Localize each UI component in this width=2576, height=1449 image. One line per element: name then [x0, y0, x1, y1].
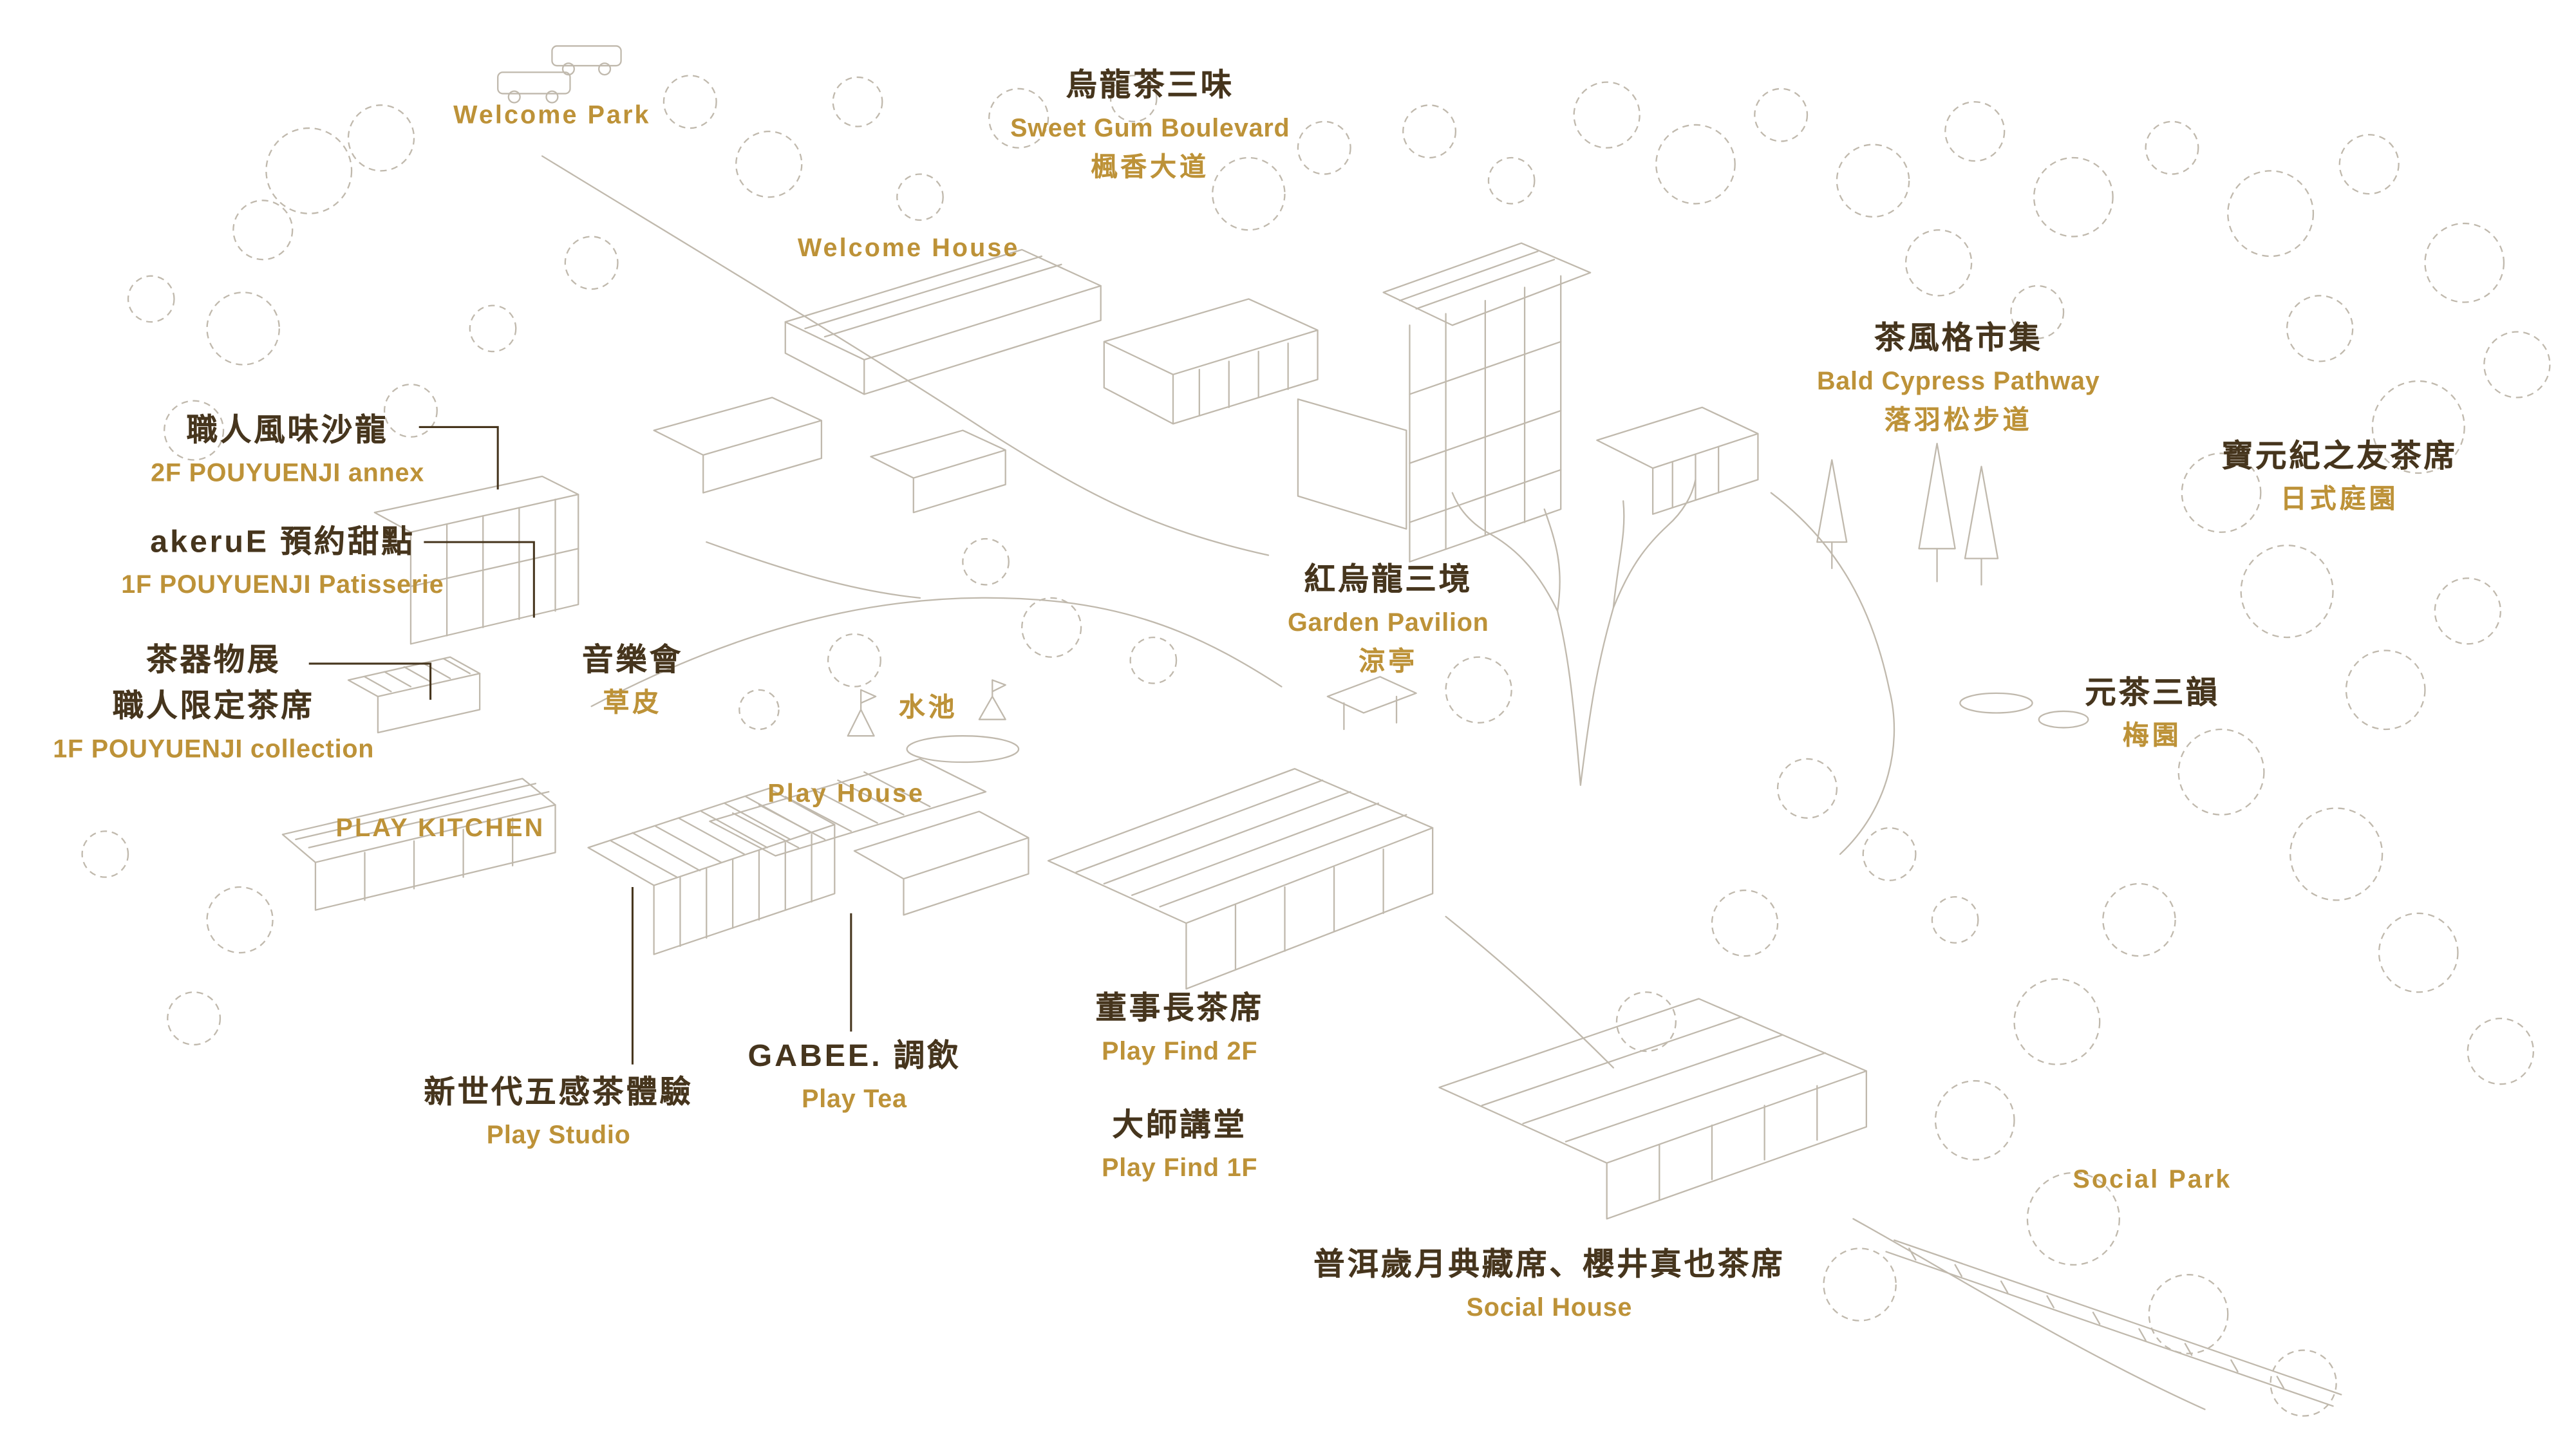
- label-play-studio: 新世代五感茶體驗 Play Studio: [424, 1076, 693, 1161]
- label-line: Play Tea: [802, 1085, 907, 1114]
- label-play-house: Play House: [767, 780, 925, 819]
- label-line: 新世代五感茶體驗: [424, 1076, 693, 1111]
- label-social-park: Social Park: [2073, 1166, 2232, 1206]
- label-welcome-house: Welcome House: [798, 235, 1020, 274]
- leader-collection: [308, 662, 432, 700]
- label-yuan-tea: 元茶三韻 梅園: [2085, 677, 2219, 762]
- label-line: 涼亭: [1359, 648, 1418, 677]
- label-gabee-play-tea: GABEE. 調飲 Play Tea: [748, 1040, 961, 1125]
- label-line: 日式庭園: [2280, 485, 2399, 514]
- label-line: 烏龍茶三味: [1066, 69, 1235, 104]
- label-line: Play Find 2F: [1102, 1038, 1258, 1066]
- label-line: 落羽松步道: [1884, 406, 2033, 435]
- trees-sketch: [81, 75, 2551, 1417]
- label-play-kitchen: PLAY KITCHEN: [336, 815, 545, 854]
- label-line: 職人限定茶席: [112, 689, 315, 724]
- label-line: 董事長茶席: [1095, 992, 1264, 1027]
- label-line: 大師講堂: [1112, 1108, 1247, 1144]
- leader-lines: [308, 425, 852, 1065]
- label-collection: 茶器物展 職人限定茶席 1F POUYUENJI collection: [53, 644, 374, 774]
- label-line: Play Find 1F: [1102, 1154, 1258, 1183]
- label-oolong-trio: 烏龍茶三味 Sweet Gum Boulevard 楓香大道: [1010, 69, 1290, 194]
- label-line: GABEE. 調飲: [747, 1040, 961, 1074]
- label-line: 寶元紀之友茶席: [2221, 440, 2458, 475]
- label-line: 梅園: [2122, 722, 2182, 751]
- label-play-find-1f: 大師講堂 Play Find 1F: [1102, 1108, 1257, 1193]
- label-line: Welcome Park: [453, 102, 651, 130]
- label-line: 草皮: [603, 689, 663, 718]
- label-line: 職人風味沙龍: [186, 414, 389, 449]
- label-akerue-patisserie: akeruE 預約甜點 1F POUYUENJI Patisserie: [121, 526, 444, 611]
- label-play-find-2f: 董事長茶席 Play Find 2F: [1095, 992, 1264, 1077]
- label-line: 紅烏龍三境: [1304, 563, 1473, 598]
- label-line: 普洱歲月典藏席、櫻井真也茶席: [1313, 1248, 1785, 1283]
- label-line: 2F POUYUENJI annex: [151, 460, 424, 488]
- label-red-oolong-pavilion: 紅烏龍三境 Garden Pavilion 涼亭: [1288, 563, 1489, 688]
- label-welcome-park: Welcome Park: [453, 102, 650, 141]
- label-tea-style-market: 茶風格市集 Bald Cypress Pathway 落羽松步道: [1817, 322, 2100, 447]
- label-line: Play House: [767, 780, 925, 809]
- paths-sketch: [541, 155, 2206, 1410]
- label-line: 茶器物展: [146, 644, 281, 678]
- label-artisan-salon: 職人風味沙龍 2F POUYUENJI annex: [151, 414, 424, 499]
- label-line: Bald Cypress Pathway: [1816, 368, 2100, 396]
- label-line: 水池: [898, 695, 958, 723]
- label-pond: 水池: [899, 695, 958, 734]
- label-line: Social House: [1466, 1294, 1633, 1322]
- label-line: Welcome House: [797, 234, 1020, 263]
- label-line: 楓香大道: [1091, 153, 1210, 182]
- label-line: Social Park: [2073, 1166, 2232, 1195]
- label-concert-lawn: 音樂會 草皮: [582, 644, 683, 729]
- label-line: 1F POUYUENJI collection: [53, 735, 375, 763]
- leader-annex: [418, 425, 499, 490]
- buildings-sketch: [281, 45, 2342, 1407]
- label-social-house: 普洱歲月典藏席、櫻井真也茶席 Social House: [1313, 1248, 1785, 1333]
- label-line: PLAY KITCHEN: [335, 814, 545, 843]
- label-line: Garden Pavilion: [1287, 609, 1489, 637]
- label-line: Play Studio: [486, 1121, 631, 1150]
- label-line: 1F POUYUENJI Patisserie: [121, 571, 444, 600]
- label-line: 音樂會: [581, 644, 683, 678]
- label-pouyuenji-friends: 寶元紀之友茶席 日式庭園: [2222, 440, 2458, 526]
- label-line: akeruE 預約甜點: [150, 525, 415, 561]
- leader-patisserie: [424, 541, 535, 618]
- label-line: Sweet Gum Boulevard: [1010, 115, 1290, 143]
- label-line: 茶風格市集: [1874, 322, 2043, 357]
- label-line: 元茶三韻: [2085, 677, 2220, 711]
